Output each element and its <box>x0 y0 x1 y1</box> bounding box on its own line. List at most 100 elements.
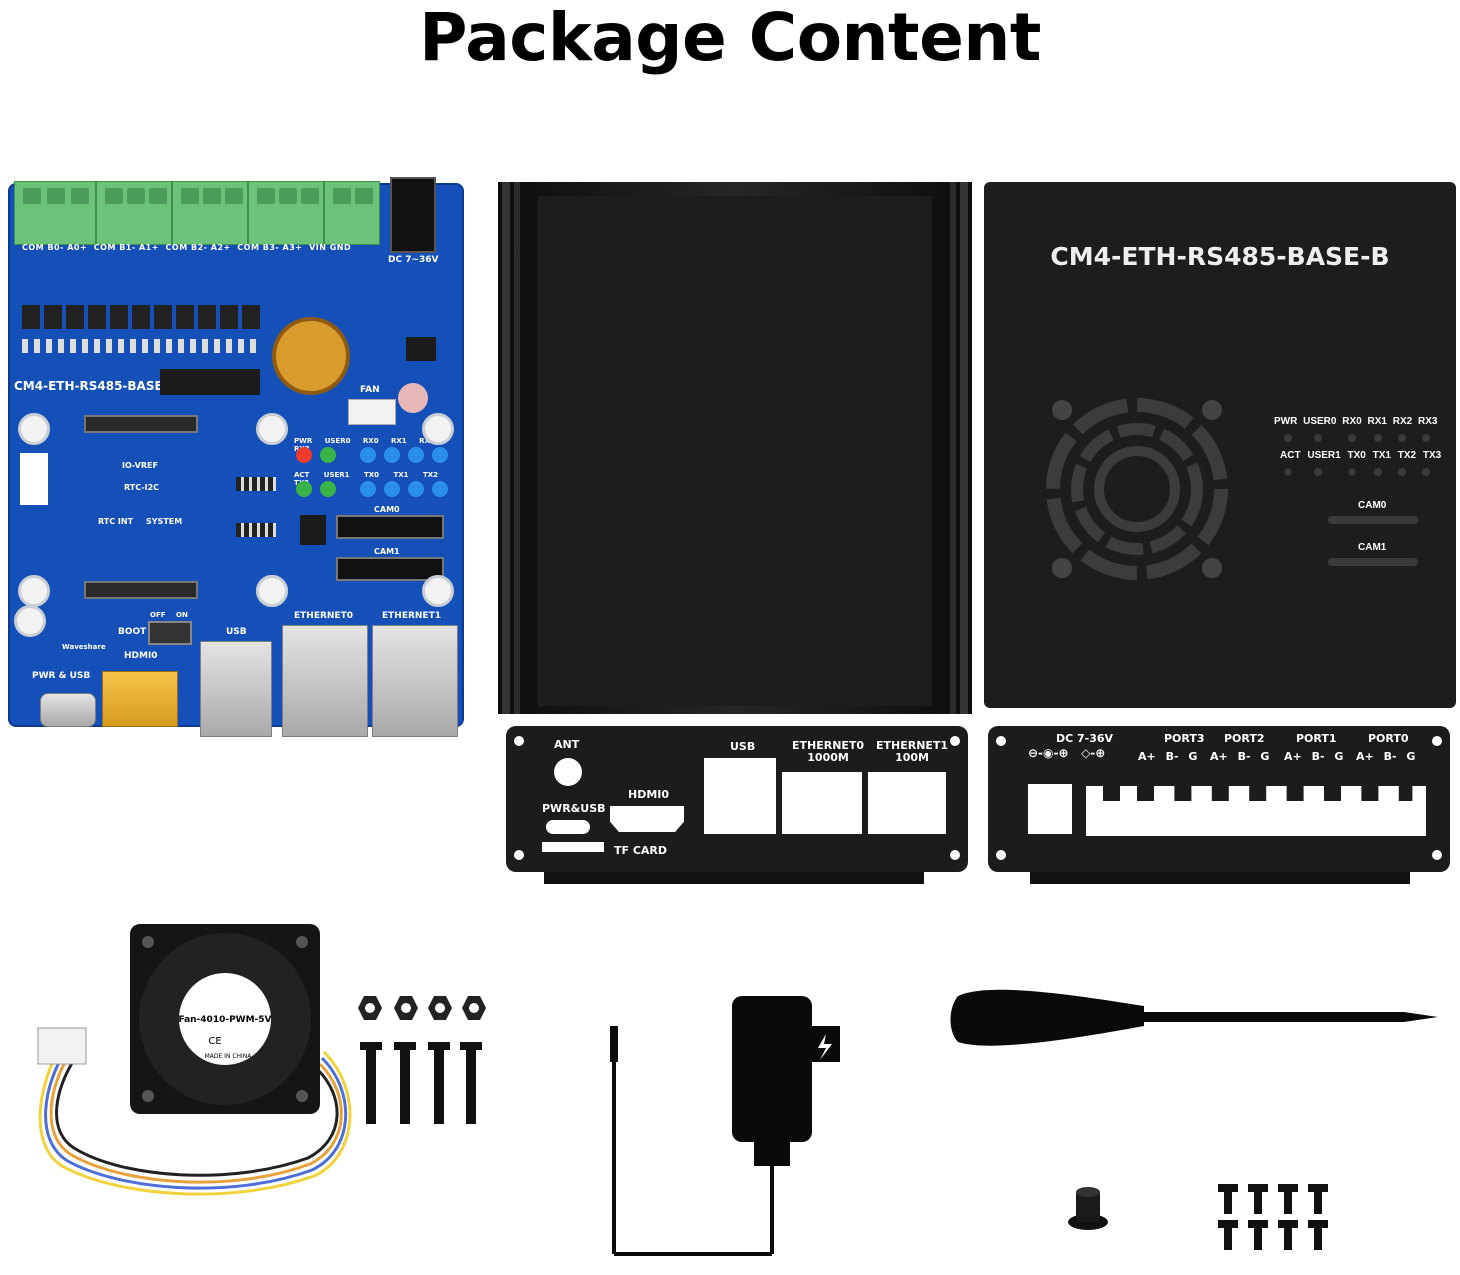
cam0-label: CAM0 <box>374 505 400 514</box>
hdmi-cutout <box>610 806 684 832</box>
boot-switch <box>148 621 192 645</box>
fan-made-in: MADE IN CHINA <box>205 1053 253 1060</box>
dc-jack-cutout <box>1028 784 1072 834</box>
power-adapter <box>610 996 840 1256</box>
dc-polarity-icon: ⊖-◉-⊕ ◇-⊕ <box>1028 746 1106 760</box>
rtc-i2c-label: RTC-I2C <box>124 483 160 492</box>
cam0-slot <box>1328 516 1418 524</box>
terminal-block-port3 <box>248 181 324 245</box>
led-user1 <box>320 481 336 497</box>
led-tx3 <box>432 481 448 497</box>
led-rx1 <box>384 447 400 463</box>
header-strip <box>160 369 260 395</box>
tf-card-label: TF CARD <box>614 844 668 857</box>
ant-label: ANT <box>554 738 580 751</box>
case-cam0-label: CAM0 <box>1358 500 1387 511</box>
mount-hole <box>256 413 288 445</box>
terminal-block-power <box>324 181 380 245</box>
short-screws <box>1218 1184 1328 1250</box>
buzzer <box>398 383 428 413</box>
fan-connector <box>348 399 396 425</box>
chip <box>236 477 276 491</box>
rtc-int-label: RTC INT <box>98 517 134 526</box>
back-panel-plate: DC 7-36V ⊖-◉-⊕ ◇-⊕ PORT3 PORT2 PORT1 POR… <box>988 726 1450 872</box>
cm4-base-board: DC 7~36V COM B0- A0+ COM B1- A1+ COM B2-… <box>8 177 464 737</box>
terminal-labels: COM B0- A0+ COM B1- A1+ COM B2- A2+ COM … <box>22 243 352 252</box>
boot-label: BOOT <box>118 627 147 637</box>
dc-jack <box>390 177 436 253</box>
usb-cutout <box>704 758 776 834</box>
led-rx2 <box>408 447 424 463</box>
terminal-block-port1 <box>96 181 172 245</box>
pwr-usb-label: PWR&USB <box>542 802 606 815</box>
dc-label: DC 7~36V <box>388 255 439 265</box>
port3-pins: A+ B- G <box>1138 750 1198 763</box>
led-act <box>296 481 312 497</box>
cm4-connector-bottom <box>84 581 198 599</box>
port3-label: PORT3 <box>1164 732 1205 745</box>
port1-pins: A+ B- G <box>1284 750 1344 763</box>
ethernet0-port <box>282 625 368 737</box>
terminal-block-port0 <box>14 181 96 245</box>
terminal-cutout <box>1086 786 1426 836</box>
led-tx0 <box>360 481 376 497</box>
usb-c-cutout <box>546 820 590 834</box>
case-led-labels-bottom: ACT USER1 TX0 TX1 TX2 TX3 <box>1280 450 1442 461</box>
usb-label: USB <box>226 627 247 637</box>
port0-pins: A+ B- G <box>1356 750 1416 763</box>
led-user0 <box>320 447 336 463</box>
cm4-connector-top <box>84 415 198 433</box>
port2-pins: A+ B- G <box>1210 750 1270 763</box>
pwr-usb-label: PWR & USB <box>32 671 91 681</box>
mount-hole <box>422 413 454 445</box>
tf-card-slot <box>542 842 604 852</box>
eth1-label: ETHERNET1 <box>382 611 441 621</box>
system-label: SYSTEM <box>146 517 183 526</box>
led-tx1 <box>384 481 400 497</box>
off-label: OFF <box>150 611 166 619</box>
fan-ce-mark: CE <box>208 1036 221 1047</box>
board-model: CM4-ETH-RS485-BASE-B <box>14 379 177 393</box>
label-pad <box>20 453 48 505</box>
case-cam1-label: CAM1 <box>1358 542 1387 553</box>
back-plate-flange <box>1030 872 1410 884</box>
inductor <box>406 337 436 361</box>
case-led-labels-top: PWR USER0 RX0 RX1 RX2 RX3 <box>1274 416 1438 427</box>
chip <box>300 515 326 545</box>
ethernet1-cutout <box>868 772 946 834</box>
fan-model-text: Fan-4010-PWM-5V <box>178 1015 271 1025</box>
nuts-and-long-screws <box>358 996 486 1124</box>
cooling-fan: Fan-4010-PWM-5V CE MADE IN CHINA <box>37 924 352 1196</box>
mount-hole <box>256 575 288 607</box>
page-title: Package Content <box>419 0 1041 76</box>
hdmi-port <box>102 671 178 727</box>
dc-label: DC 7-36V <box>1056 732 1114 745</box>
front-plate-flange <box>544 872 924 884</box>
cam1-slot <box>1328 558 1418 566</box>
port2-label: PORT2 <box>1224 732 1265 745</box>
resistor-row <box>22 339 262 353</box>
port0-label: PORT0 <box>1368 732 1409 745</box>
usb-label: USB <box>730 740 756 753</box>
usb-c-port <box>40 693 96 727</box>
mount-hole <box>18 575 50 607</box>
fan-label: FAN <box>360 385 380 395</box>
port1-label: PORT1 <box>1296 732 1337 745</box>
led-rx0 <box>360 447 376 463</box>
case-model-text: CM4-ETH-RS485-BASE-B <box>1050 242 1390 271</box>
case-top-cover: CM4-ETH-RS485-BASE-B PWR USER0 RX0 RX1 R… <box>984 182 1456 708</box>
cam1-label: CAM1 <box>374 547 400 556</box>
case-bottom-shell <box>498 182 972 714</box>
ant-hole <box>554 758 582 786</box>
mount-hole <box>422 575 454 607</box>
screwdriver <box>950 989 1438 1046</box>
terminal-block-port2 <box>172 181 248 245</box>
led-pwr <box>296 447 312 463</box>
coin-cell-holder <box>272 317 350 395</box>
chip <box>236 523 276 537</box>
mount-hole <box>14 605 46 637</box>
fan-grille <box>1046 398 1228 580</box>
led-tx2 <box>408 481 424 497</box>
